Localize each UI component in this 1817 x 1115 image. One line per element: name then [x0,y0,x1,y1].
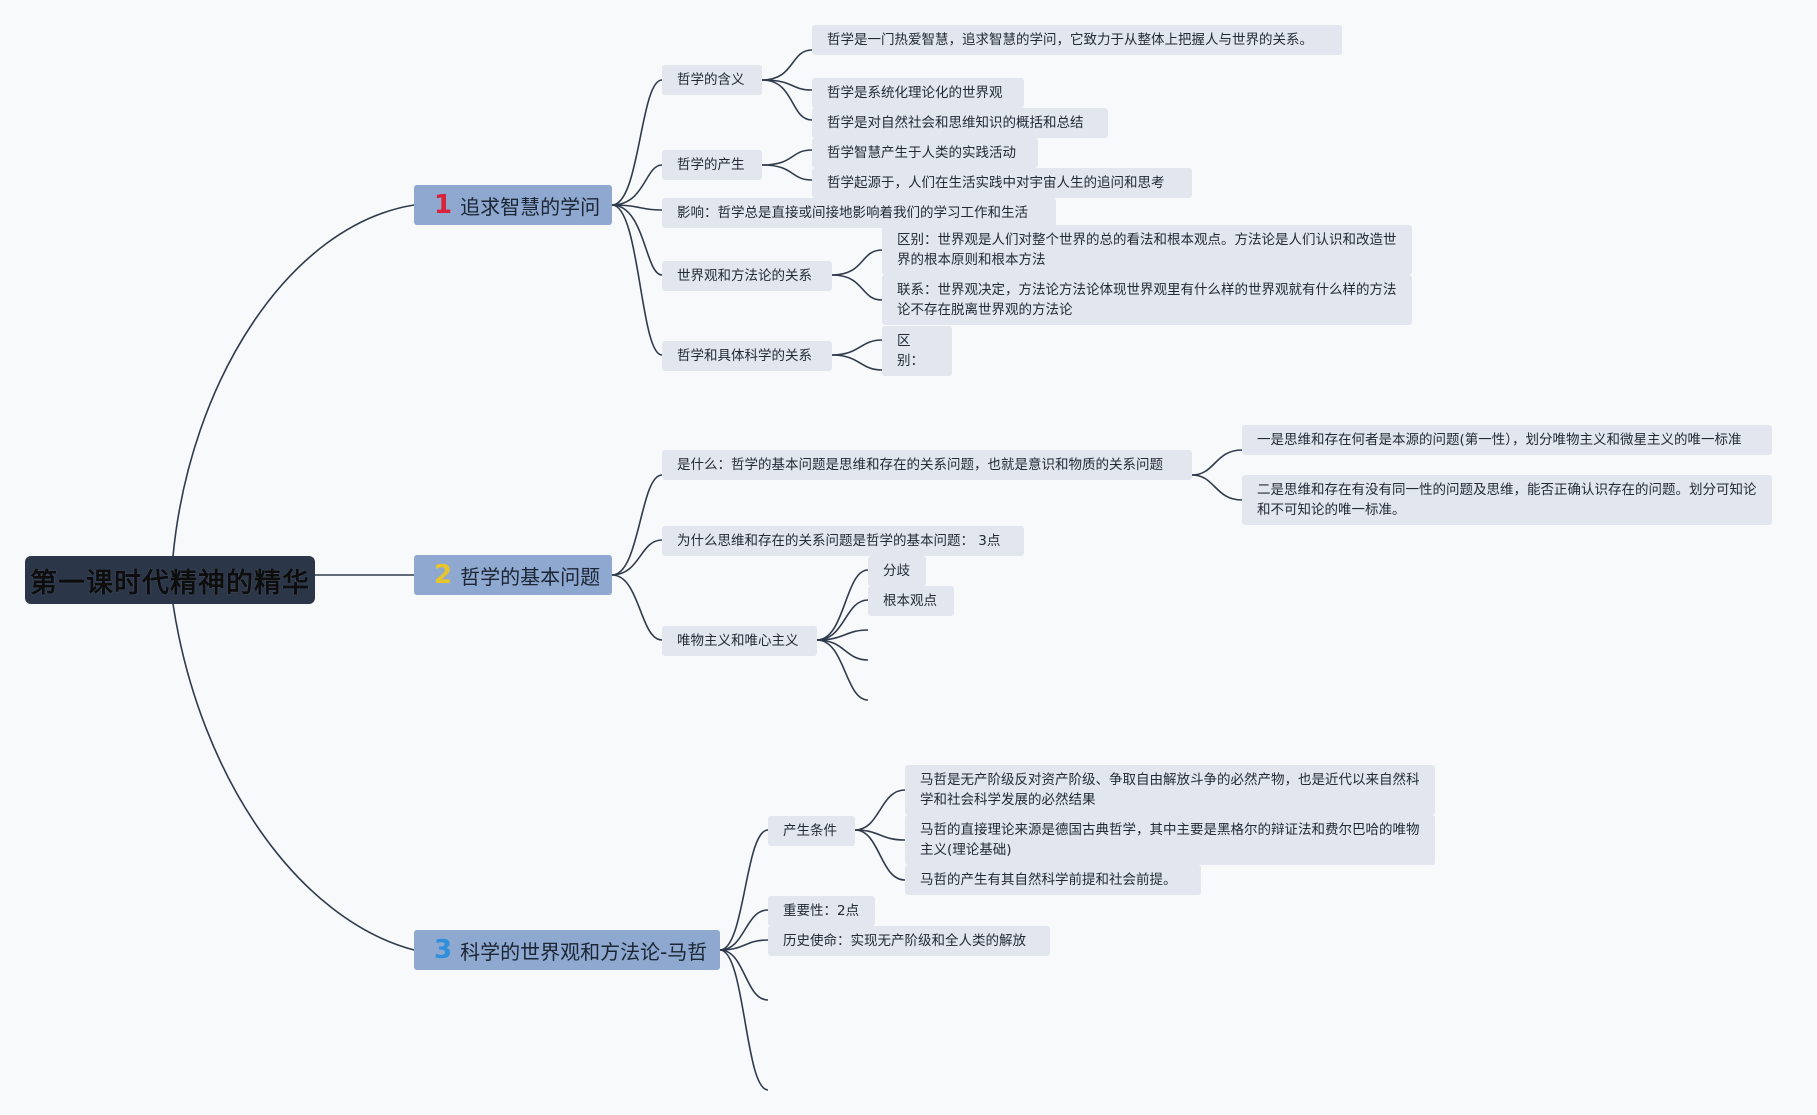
leaf-text[interactable]: 马哲的产生有其自然科学前提和社会前提。 [905,865,1201,895]
branch-2-label: 哲学的基本问题 [460,564,601,589]
leaf-text[interactable]: 分歧 [868,556,926,586]
topic-influence[interactable]: 影响：哲学总是直接或间接地影响着我们的学习工作和生活 [662,198,1056,228]
topic-importance[interactable]: 重要性：2点 [768,896,875,926]
branch-2-number: 2 [434,560,453,590]
leaf-text[interactable]: 根本观点 [868,586,954,616]
branch-1[interactable]: 1 追求智慧的学问 [414,185,612,225]
root-node[interactable]: 第一课时代精神的精华 [25,556,315,604]
leaf-text[interactable]: 区别：世界观是人们对整个世界的总的看法和根本观点。方法论是人们认识和改造世界的根… [882,225,1412,275]
topic-philosophy-meaning[interactable]: 哲学的含义 [662,65,762,95]
branch-1-label: 追求智慧的学问 [460,194,601,219]
topic-why-basic-question[interactable]: 为什么思维和存在的关系问题是哲学的基本问题： 3点 [662,526,1024,556]
topic-philosophy-origin[interactable]: 哲学的产生 [662,150,762,180]
leaf-text[interactable]: 哲学是系统化理论化的世界观 [812,78,1024,108]
topic-historical-mission[interactable]: 历史使命：实现无产阶级和全人类的解放 [768,926,1050,956]
branch-3-label: 科学的世界观和方法论-马哲 [460,939,708,964]
topic-materialism-idealism[interactable]: 唯物主义和唯心主义 [662,626,817,656]
topic-worldview-methodology[interactable]: 世界观和方法论的关系 [662,261,832,291]
topic-conditions[interactable]: 产生条件 [768,816,855,846]
leaf-text[interactable]: 马哲是无产阶级反对资产阶级、争取自由解放斗争的必然产物，也是近代以来自然科学和社… [905,765,1435,815]
leaf-text[interactable]: 马哲的直接理论来源是德国古典哲学，其中主要是黑格尔的辩证法和费尔巴哈的唯物主义(… [905,815,1435,865]
topic-philosophy-science[interactable]: 哲学和具体科学的关系 [662,341,832,371]
leaf-text[interactable]: 哲学是一门热爱智慧，追求智慧的学问，它致力于从整体上把握人与世界的关系。 [812,25,1342,55]
leaf-text[interactable]: 哲学智慧产生于人类的实践活动 [812,138,1038,168]
topic-what-is[interactable]: 是什么：哲学的基本问题是思维和存在的关系问题，也就是意识和物质的关系问题 [662,450,1192,480]
leaf-text[interactable]: 区别： [882,326,952,376]
leaf-text[interactable]: 二是思维和存在有没有同一性的问题及思维，能否正确认识存在的问题。划分可知论和不可… [1242,475,1772,525]
branch-3-number: 3 [434,935,453,965]
leaf-text[interactable]: 联系：世界观决定，方法论方法论体现世界观里有什么样的世界观就有什么样的方法论不存… [882,275,1412,325]
root-title: 第一课时代精神的精华 [30,567,310,599]
leaf-text[interactable]: 哲学是对自然社会和思维知识的概括和总结 [812,108,1108,138]
leaf-text[interactable]: 哲学起源于，人们在生活实践中对宇宙人生的追问和思考 [812,168,1192,198]
leaf-text[interactable]: 一是思维和存在何者是本源的问题(第一性），划分唯物主义和微星主义的唯一标准 [1242,425,1772,455]
branch-2[interactable]: 2 哲学的基本问题 [414,555,612,595]
branch-1-number: 1 [434,190,453,220]
branch-3[interactable]: 3 科学的世界观和方法论-马哲 [414,930,720,970]
